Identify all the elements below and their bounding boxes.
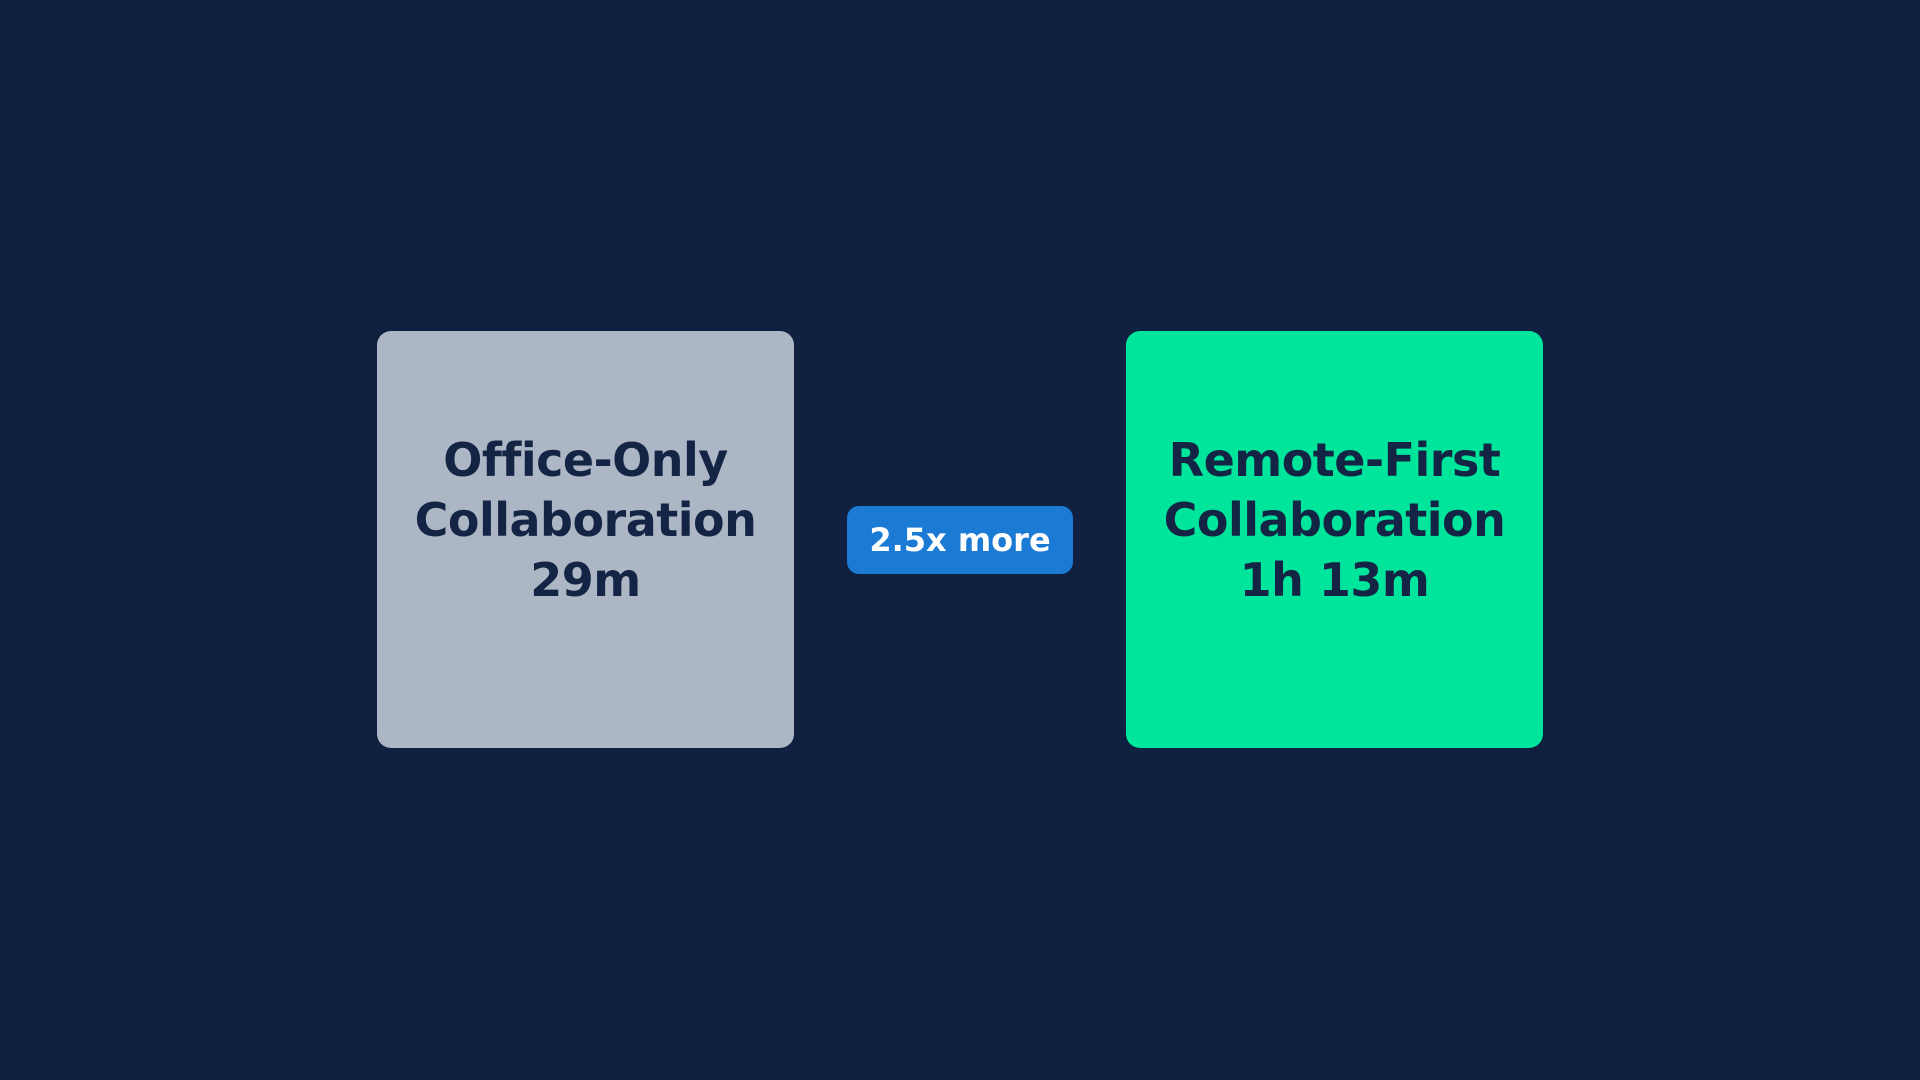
- remote-first-card: Remote-First Collaboration 1h 13m: [1126, 331, 1543, 748]
- remote-first-text: Remote-First Collaboration 1h 13m: [1164, 430, 1506, 610]
- office-only-card: Office-Only Collaboration 29m: [377, 331, 794, 748]
- remote-first-value: 1h 13m: [1239, 552, 1430, 607]
- office-only-value: 29m: [530, 552, 641, 607]
- office-only-subtitle: Collaboration: [414, 492, 757, 547]
- remote-first-subtitle: Collaboration: [1163, 492, 1506, 547]
- comparison-badge: 2.5x more: [847, 506, 1073, 574]
- remote-first-title: Remote-First: [1168, 432, 1501, 487]
- office-only-text: Office-Only Collaboration 29m: [415, 430, 757, 610]
- office-only-title: Office-Only: [443, 432, 728, 487]
